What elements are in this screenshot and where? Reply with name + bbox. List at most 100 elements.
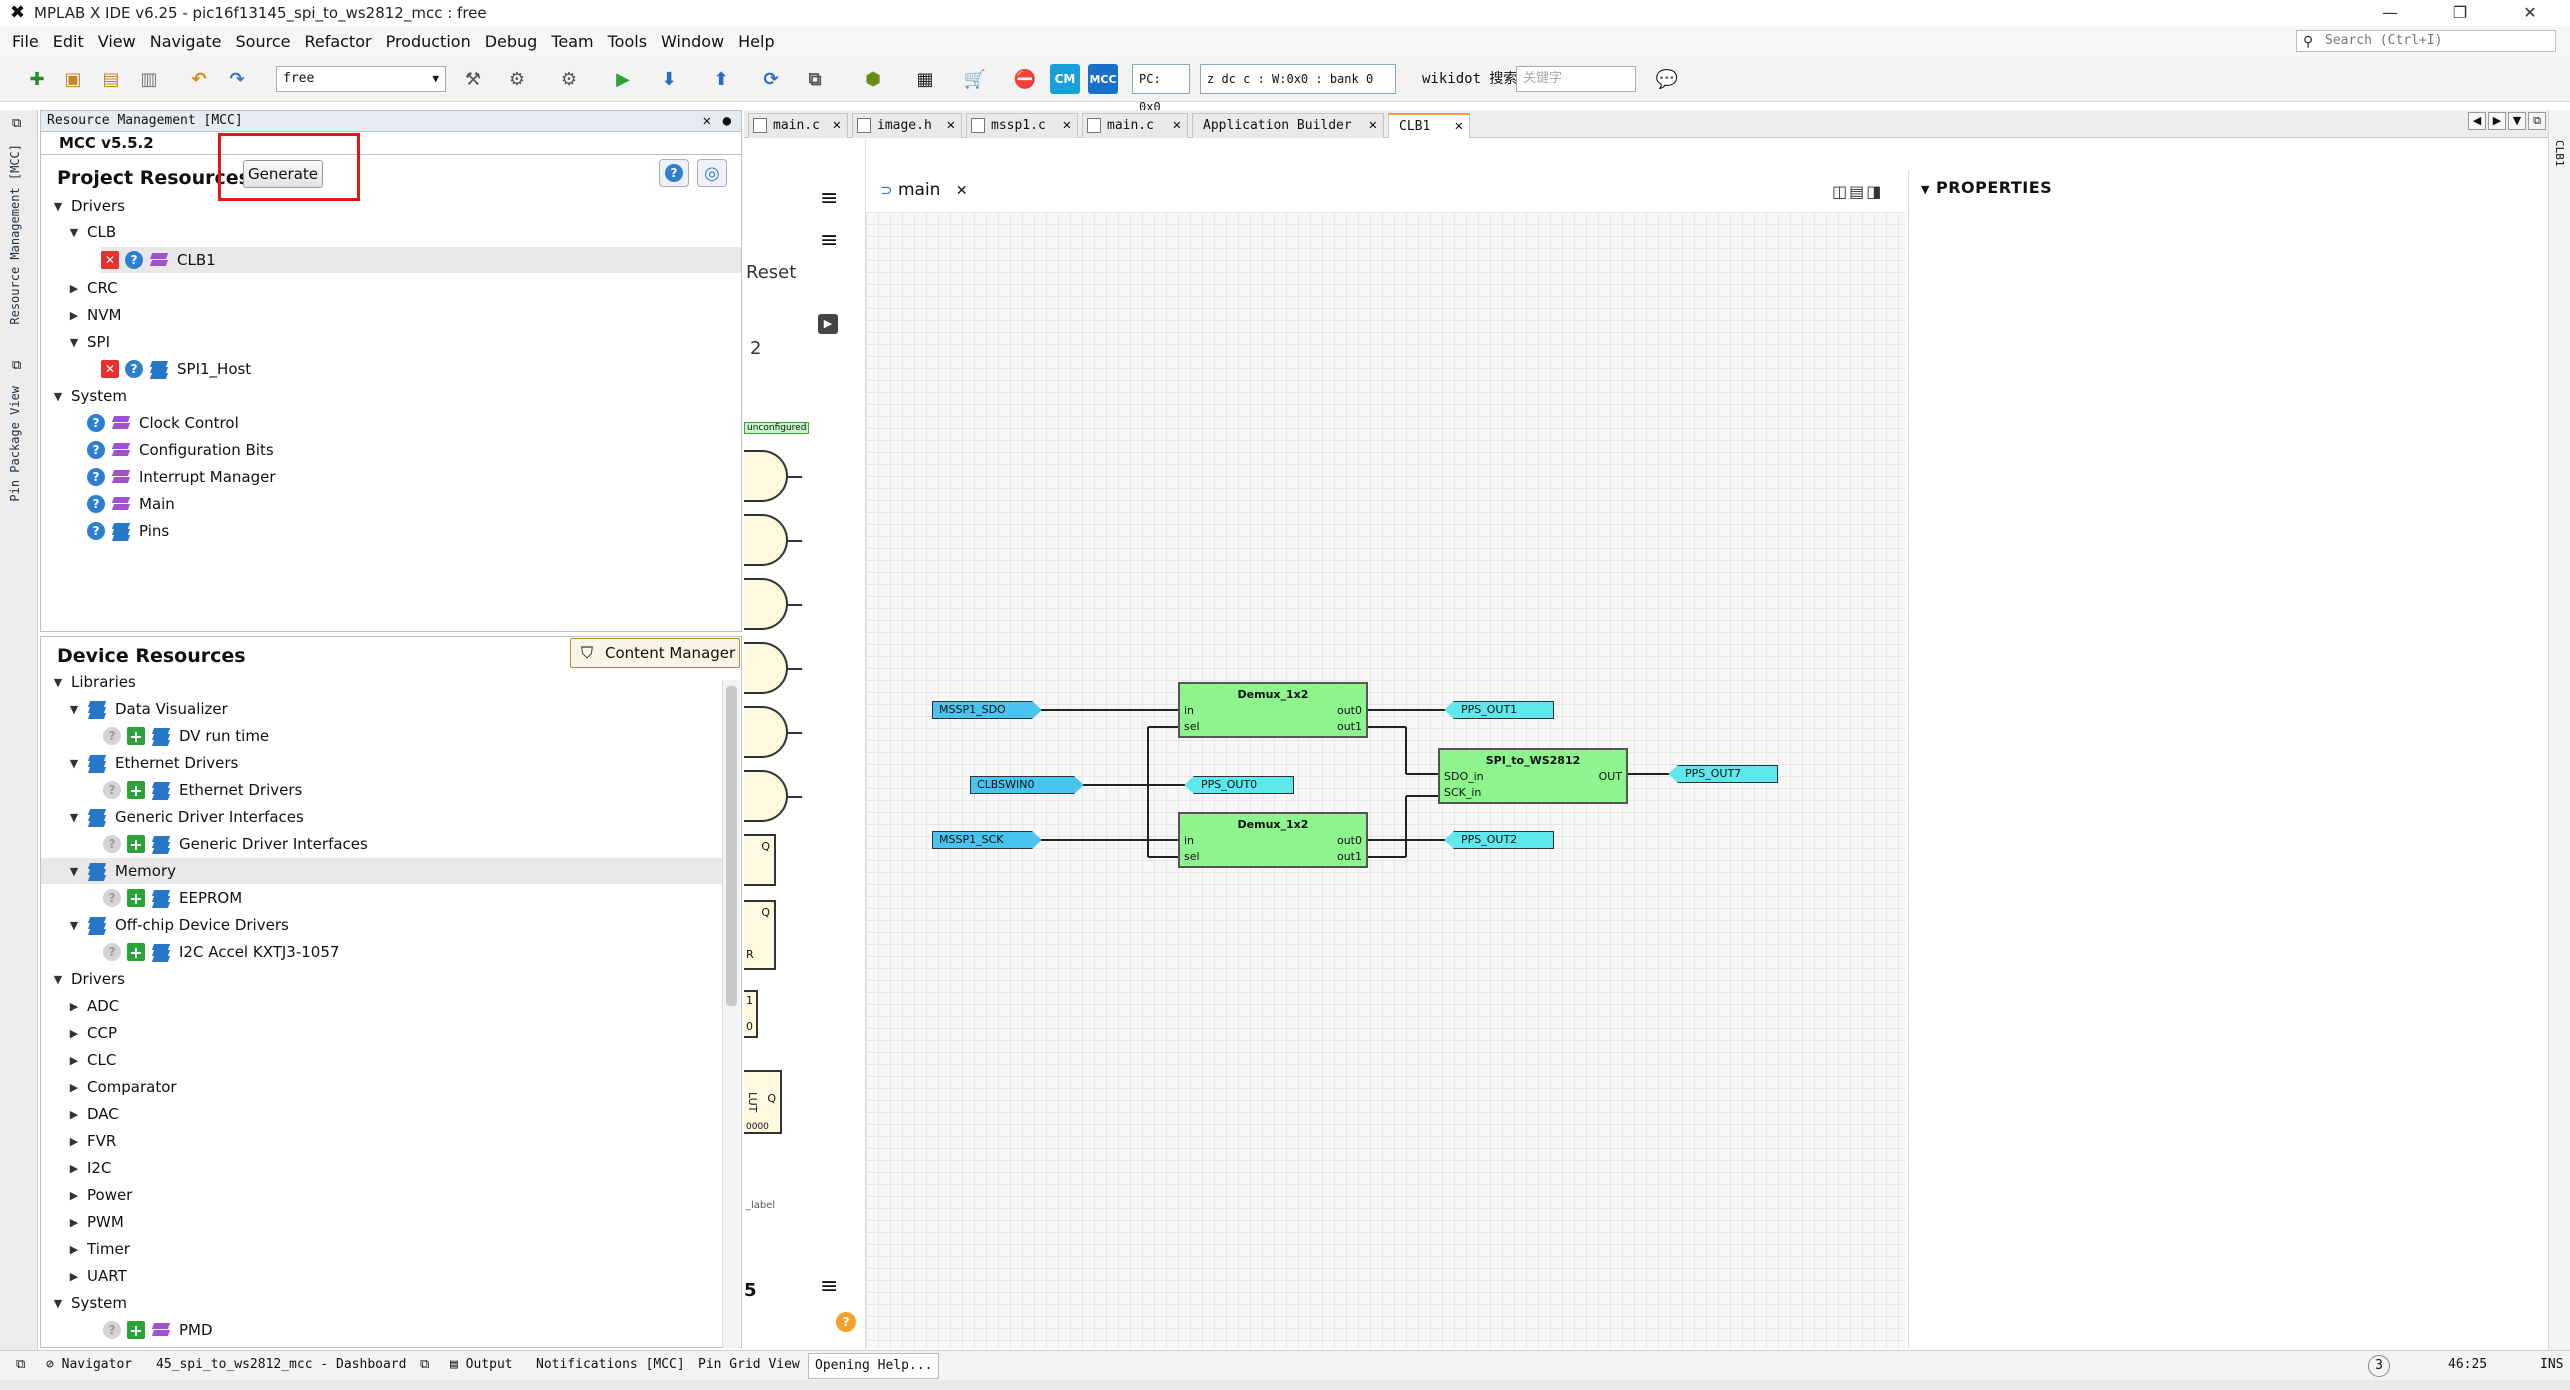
tree-data-visualizer[interactable]: ▼ Data Visualizer <box>67 696 228 722</box>
close-icon[interactable]: ✕ <box>946 117 955 133</box>
cm-icon[interactable]: CM <box>1050 64 1080 94</box>
pin-pps-out0[interactable]: PPS_OUT0 <box>1184 776 1294 794</box>
close-icon[interactable]: ✕ <box>1454 118 1463 134</box>
hamburger-icon[interactable]: ≡ <box>820 186 839 211</box>
scroll-right-icon[interactable]: ▶ <box>2488 112 2506 130</box>
block-demux-1[interactable]: Demux_1x2 in sel out0 out1 <box>1178 682 1368 738</box>
tree-timer[interactable]: ▶Timer <box>67 1236 130 1262</box>
tree-device-system[interactable]: ▼ System <box>51 1290 127 1316</box>
navigator-tab[interactable]: ⊘ Navigator <box>46 1351 132 1381</box>
globe-button[interactable]: ◎ <box>697 159 727 187</box>
tree-libraries[interactable]: ▼ Libraries <box>51 669 136 695</box>
pin-grid-tab[interactable]: Pin Grid View <box>698 1357 800 1372</box>
menu-production[interactable]: Production <box>385 31 471 51</box>
help-icon[interactable]: ? <box>87 495 105 513</box>
content-manager-button[interactable]: ⛉ Content Manager <box>570 638 740 668</box>
tab-resource-management[interactable]: Resource Management [MCC] <box>8 144 22 325</box>
pin-clbswin0[interactable]: CLBSWIN0 <box>970 776 1084 794</box>
tab-image-h[interactable]: image.h✕ <box>852 113 962 138</box>
pin-mssp1-sdo[interactable]: MSSP1_SDO <box>932 701 1042 719</box>
open-project-icon[interactable]: ▤ <box>102 68 120 90</box>
diagram-tab-main[interactable]: ⊃ main ✕ <box>880 180 968 200</box>
tree-pwm[interactable]: ▶PWM <box>67 1209 124 1235</box>
add-icon[interactable]: + <box>127 727 145 746</box>
save-all-icon[interactable]: ▥ <box>140 68 158 90</box>
close-icon[interactable]: ✕ <box>1368 117 1377 133</box>
tree-adc[interactable]: ▶ADC <box>67 993 120 1019</box>
pin-mssp1-sck[interactable]: MSSP1_SCK <box>932 831 1042 849</box>
tree-i2c-accel[interactable]: ? + I2C Accel KXTJ3-1057 <box>103 939 339 965</box>
add-icon[interactable]: + <box>127 1321 145 1340</box>
tree-offchip-drivers[interactable]: ▼ Off-chip Device Drivers <box>67 912 289 938</box>
tree-device-drivers[interactable]: ▼ Drivers <box>51 966 125 992</box>
add-icon[interactable]: + <box>127 835 145 854</box>
warning-icon[interactable]: ? <box>836 1312 856 1332</box>
tree-drivers[interactable]: ▼ Drivers <box>51 193 125 219</box>
build-icon[interactable]: ⚒ <box>464 68 482 90</box>
hamburger-icon-2[interactable]: ≡ <box>820 228 839 253</box>
tab-clb1[interactable]: CLB1✕ <box>1388 113 1470 138</box>
tree-nvm[interactable]: ▶ NVM <box>67 302 122 328</box>
tree-spi1-host[interactable]: ✕ ? SPI1_Host <box>101 356 251 382</box>
dashboard-tab[interactable]: 45_spi_to_ws2812_mcc - Dashboard <box>156 1357 407 1372</box>
close-icon[interactable]: ✕ <box>1172 117 1181 133</box>
tree-dv-run-time[interactable]: ? + DV run time <box>103 723 269 749</box>
remove-icon[interactable]: ✕ <box>101 360 119 378</box>
menu-window[interactable]: Window <box>661 31 725 51</box>
tree-ccp[interactable]: ▶CCP <box>67 1020 117 1046</box>
device-resources-scrollbar[interactable] <box>722 680 740 1348</box>
tree-power[interactable]: ▶Power <box>67 1182 133 1208</box>
maximize-editor-icon[interactable]: ⧉ <box>2528 112 2546 130</box>
help-icon[interactable]: ? <box>125 360 143 378</box>
help-button[interactable]: ? <box>659 159 689 187</box>
menu-file[interactable]: File <box>12 31 39 51</box>
tree-clock-control[interactable]: ? Clock Control <box>87 410 239 436</box>
notification-badge[interactable]: 3 <box>2368 1355 2390 1377</box>
label-item[interactable]: _label <box>746 1200 776 1211</box>
tree-eeprom[interactable]: ? + EEPROM <box>103 885 242 911</box>
tree-clc[interactable]: ▶CLC <box>67 1047 117 1073</box>
add-icon[interactable]: + <box>127 889 145 908</box>
menu-edit[interactable]: Edit <box>52 31 84 51</box>
and-gate-icon[interactable] <box>744 450 802 502</box>
help-icon[interactable]: ? <box>87 522 105 540</box>
tree-generic-driver-interfaces[interactable]: ▼ Generic Driver Interfaces <box>67 804 304 830</box>
tab-main-c-2[interactable]: main.c✕ <box>1082 113 1188 138</box>
close-icon[interactable]: ✕ <box>1062 117 1071 133</box>
help-icon[interactable]: ? <box>87 414 105 432</box>
or-gate-icon[interactable] <box>744 578 802 630</box>
menu-tools[interactable]: Tools <box>607 31 648 51</box>
minimize-button[interactable]: — <box>2382 3 2398 22</box>
block-demux-2[interactable]: Demux_1x2 in sel out0 out1 <box>1178 812 1368 868</box>
tab-main-c[interactable]: main.c✕ <box>748 113 848 138</box>
tree-comparator[interactable]: ▶Comparator <box>67 1074 177 1100</box>
clb-diagram-canvas[interactable]: MSSP1_SDO CLBSWIN0 MSSP1_SCK PPS_OUT0 PP… <box>866 212 1906 1348</box>
close-button[interactable]: ✕ <box>2523 3 2537 22</box>
menu-refactor[interactable]: Refactor <box>304 31 372 51</box>
scrollbar-thumb[interactable] <box>726 686 737 1006</box>
tab-mssp1-c[interactable]: mssp1.c✕ <box>966 113 1078 138</box>
help-icon[interactable]: ? <box>87 468 105 486</box>
search-input[interactable]: ⚲ Search (Ctrl+I) <box>2296 30 2556 52</box>
remove-icon[interactable]: ✕ <box>101 251 119 269</box>
nor-gate-icon[interactable] <box>744 642 802 694</box>
add-icon[interactable]: + <box>127 781 145 800</box>
reset-icon[interactable]: ⟳ <box>763 68 779 90</box>
config-select[interactable]: free ▼ <box>276 66 446 92</box>
nand-gate-icon[interactable] <box>744 514 802 566</box>
menu-navigate[interactable]: Navigate <box>149 31 222 51</box>
restore-icon[interactable]: ⧉ <box>16 1357 26 1372</box>
close-icon[interactable]: ✕ <box>702 113 711 129</box>
read-device-icon[interactable]: ⬆ <box>713 68 729 90</box>
tree-ethernet-drivers-item[interactable]: ? + Ethernet Drivers <box>103 777 302 803</box>
program-device-icon[interactable]: ⬇ <box>661 68 677 90</box>
cart-icon[interactable]: 🛒 <box>963 68 987 90</box>
tab-application-builder[interactable]: Application Builder✕ <box>1192 113 1384 138</box>
make-icon[interactable]: ⚙ <box>560 68 578 90</box>
block-spi-to-ws2812[interactable]: SPI_to_WS2812 SDO_in SCK_in OUT <box>1438 748 1628 804</box>
output-tab[interactable]: ▤ Output <box>450 1351 513 1381</box>
tree-system[interactable]: ▼ System <box>51 383 127 409</box>
